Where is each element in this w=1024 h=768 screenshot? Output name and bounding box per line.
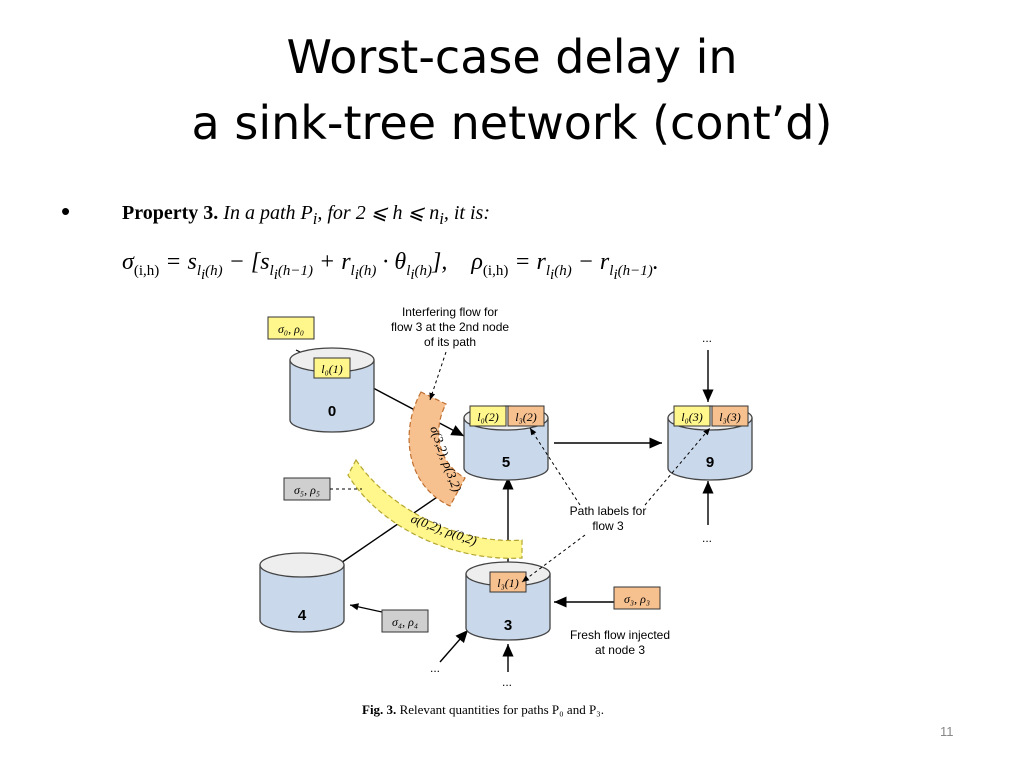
annotation-path-labels: Path labels for flow 3 xyxy=(521,427,711,583)
node-9: 9 l₀(3) l₃(3) xyxy=(667,405,753,481)
yellow-arc xyxy=(347,458,523,559)
path-label-l0-2 xyxy=(469,405,507,427)
svg-text:Interfering flow for: Interfering flow for xyxy=(402,305,498,319)
svg-text:Path labels for: Path labels for xyxy=(570,504,647,518)
annotation-interfering: Interfering flow for flow 3 at the 2nd n… xyxy=(391,305,509,401)
flow-box-4: σ₄, ρ₄ xyxy=(381,609,429,633)
svg-text:l₀(2): l₀(2) xyxy=(477,410,499,424)
svg-text:l₀(1): l₀(1) xyxy=(321,362,343,376)
edge-0-5 xyxy=(357,379,465,437)
svg-text:l₀(3): l₀(3) xyxy=(681,410,703,424)
svg-text:l₃(3): l₃(3) xyxy=(719,410,741,424)
path-label-l3-3 xyxy=(711,405,749,427)
svg-text:l₃(1): l₃(1) xyxy=(497,576,519,590)
node-0: 0 l₀(1) xyxy=(289,347,375,433)
title-line-1: Worst-case delay in xyxy=(286,30,738,84)
path-label-l3-2 xyxy=(507,405,545,427)
node-0-label: 0 xyxy=(328,403,336,420)
svg-text:l₃(2): l₃(2) xyxy=(515,410,537,424)
ellipsis-right-bottom: ... xyxy=(702,531,712,545)
edge-in-3-left xyxy=(439,629,469,663)
path-label-l0-3 xyxy=(673,405,711,427)
svg-text:σ₅, ρ₅: σ₅, ρ₅ xyxy=(294,483,320,497)
page-number: 11 xyxy=(940,724,954,739)
bullet-marker: • xyxy=(61,196,71,226)
node-4: 4 xyxy=(259,552,345,633)
property-statement: Property 3. In a path Pi, for 2 ⩽ h ⩽ ni… xyxy=(122,200,490,229)
property-label: Property 3. xyxy=(122,202,219,224)
flow-box-5: σ₅, ρ₅ xyxy=(283,477,331,501)
ellipsis-top: ... xyxy=(702,331,712,345)
svg-text:flow 3: flow 3 xyxy=(592,519,624,533)
flow-box-0: σ₀, ρ₀ xyxy=(267,316,315,340)
svg-text:σ₀, ρ₀: σ₀, ρ₀ xyxy=(278,322,304,336)
property-text: In a path Pi, for 2 ⩽ h ⩽ ni, it is: xyxy=(223,202,490,228)
svg-text:σ₄, ρ₄: σ₄, ρ₄ xyxy=(392,615,418,629)
title-line-2: a sink-tree network (cont’d) xyxy=(191,96,833,150)
caption-label: Fig. 3. xyxy=(362,702,397,717)
node-5: 5 l₀(2) l₃(2) xyxy=(463,405,549,481)
node-4-label: 4 xyxy=(298,607,307,624)
node-9-label: 9 xyxy=(706,454,714,471)
node-3-label: 3 xyxy=(504,617,512,634)
property-formula: σ(i,h) = sli(h) − [sli(h−1) + rli(h) · θ… xyxy=(122,249,659,283)
path-label-l3-1 xyxy=(489,571,527,593)
slide-title: Worst-case delay in a sink-tree network … xyxy=(0,24,1024,156)
svg-text:Fresh flow injected: Fresh flow injected xyxy=(570,628,670,642)
edge-flow4-in xyxy=(349,603,383,613)
svg-text:at node 3: at node 3 xyxy=(595,643,645,657)
node-5-label: 5 xyxy=(502,454,510,471)
orange-arc xyxy=(408,391,466,507)
sink-tree-diagram: σ(3,2), ρ(3,2) σ(0,2), ρ(0,2) 0 l₀(1) 5 … xyxy=(259,305,753,689)
path-label-l0-1 xyxy=(313,357,351,379)
svg-text:flow 3 at the 2nd node: flow 3 at the 2nd node xyxy=(391,320,509,334)
ellipsis-left-bottom: ... xyxy=(430,661,440,675)
node-3: 3 l₃(1) xyxy=(465,561,551,641)
flow-box-3: σ₃, ρ₃ xyxy=(613,586,661,610)
caption-text: Relevant quantities for paths P₀ and P₃. xyxy=(399,702,604,717)
ellipsis-bottom: ... xyxy=(502,675,512,689)
svg-text:σ₃, ρ₃: σ₃, ρ₃ xyxy=(624,592,650,606)
annotation-fresh-flow: Fresh flow injected at node 3 xyxy=(570,628,670,657)
svg-text:of its path: of its path xyxy=(424,335,476,349)
figure-caption: Fig. 3. Relevant quantities for paths P₀… xyxy=(362,702,604,718)
